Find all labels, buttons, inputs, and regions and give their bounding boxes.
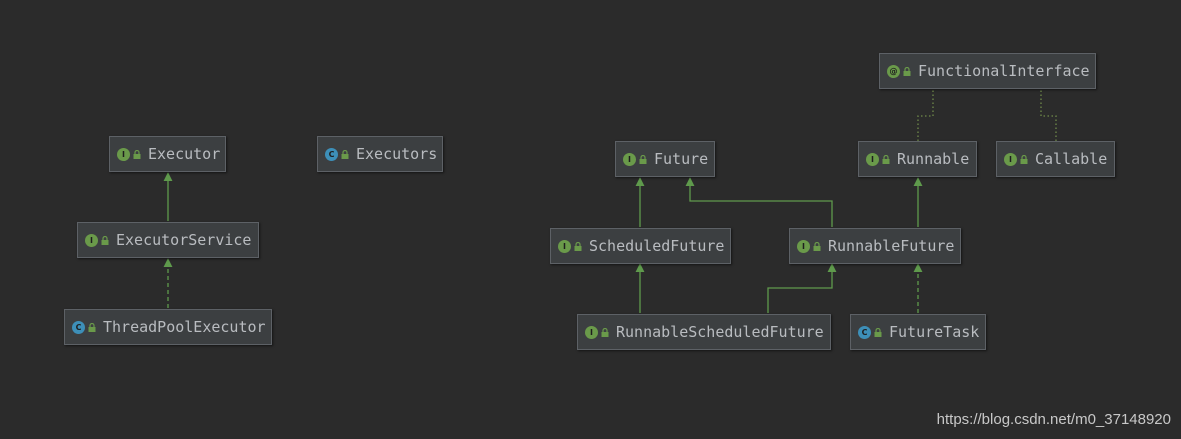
lock-icon <box>88 322 96 332</box>
node-scheduledfuture[interactable]: I ScheduledFuture <box>550 228 731 264</box>
lock-icon <box>639 154 647 164</box>
annotation-icon: @ <box>887 64 900 78</box>
node-label: ExecutorService <box>116 231 252 249</box>
node-futuretask[interactable]: C FutureTask <box>850 314 986 350</box>
lock-icon <box>133 149 141 159</box>
node-functionalinterface[interactable]: @ FunctionalInterface <box>879 53 1096 89</box>
class-icon: C <box>858 325 871 339</box>
node-executor[interactable]: I Executor <box>109 136 226 172</box>
lock-icon <box>874 327 882 337</box>
node-label: FutureTask <box>889 323 980 341</box>
class-icon: C <box>72 320 85 334</box>
interface-icon: I <box>1004 152 1017 166</box>
lock-icon <box>574 241 582 251</box>
interface-icon: I <box>558 239 571 253</box>
edge-callable-functionalinterface <box>1040 90 1057 141</box>
lock-icon <box>101 235 109 245</box>
node-executorservice[interactable]: I ExecutorService <box>77 222 259 258</box>
node-label: Executors <box>356 145 438 163</box>
lock-icon <box>341 149 349 159</box>
node-runnable[interactable]: I Runnable <box>858 141 977 177</box>
interface-icon: I <box>623 152 636 166</box>
lock-icon <box>882 154 890 164</box>
node-runnablefuture[interactable]: I RunnableFuture <box>789 228 961 264</box>
node-label: ScheduledFuture <box>589 237 725 255</box>
interface-icon: I <box>85 233 98 247</box>
node-label: Executor <box>148 145 221 163</box>
node-label: RunnableScheduledFuture <box>616 323 824 341</box>
interface-icon: I <box>797 239 810 253</box>
node-label: FunctionalInterface <box>918 62 1090 80</box>
node-threadpoolexecutor[interactable]: C ThreadPoolExecutor <box>64 309 272 345</box>
edge-runnable-functionalinterface <box>917 90 934 141</box>
node-runnablescheduledfuture[interactable]: I RunnableScheduledFuture <box>577 314 831 350</box>
interface-icon: I <box>117 147 130 161</box>
node-executors[interactable]: C Executors <box>317 136 443 172</box>
interface-icon: I <box>585 325 598 339</box>
edge-runnablescheduledfuture-runnablefuture <box>767 263 837 313</box>
node-label: ThreadPoolExecutor <box>103 318 266 336</box>
lock-icon <box>813 241 821 251</box>
node-label: Runnable <box>897 150 970 168</box>
edge-runnablefuture-future <box>685 177 833 227</box>
lock-icon <box>1020 154 1028 164</box>
lock-icon <box>601 327 609 337</box>
node-label: RunnableFuture <box>828 237 955 255</box>
node-label: Future <box>654 150 709 168</box>
class-icon: C <box>325 147 338 161</box>
node-future[interactable]: I Future <box>615 141 715 177</box>
node-callable[interactable]: I Callable <box>996 141 1115 177</box>
node-label: Callable <box>1035 150 1108 168</box>
lock-icon <box>903 66 911 76</box>
interface-icon: I <box>866 152 879 166</box>
watermark-url: https://blog.csdn.net/m0_37148920 <box>936 411 1171 428</box>
